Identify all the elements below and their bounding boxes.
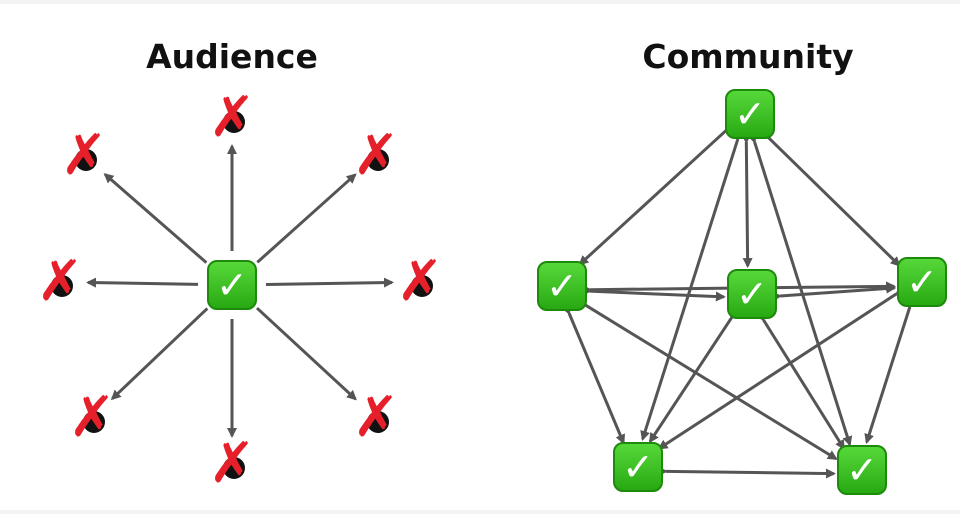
- audience-arrow-left: [85, 277, 199, 288]
- community-arrow-bottom-left-bottom-right: [657, 466, 836, 479]
- audience-node-bottom-right: ✗: [353, 385, 400, 450]
- diagram-svg: Audience Community ✓ ✗ ✗ ✗ ✗ ✗ ✗ ✗ ✗ ✓ ✓ ✓ ✓ ✓ ✓: [37, 37, 947, 496]
- audience-node-right: ✗: [397, 249, 444, 314]
- cross-mark-icon: ✗: [37, 249, 84, 314]
- node-dot: [223, 457, 245, 479]
- nodes: ✓ ✗ ✗ ✗ ✗ ✗ ✗ ✗ ✗ ✓ ✓ ✓ ✓ ✓ ✓: [37, 85, 947, 496]
- community-arrow-left-center: [581, 285, 726, 302]
- check-mark-icon: ✓: [622, 445, 654, 489]
- node-dot: [367, 149, 389, 171]
- node-dot: [367, 411, 389, 433]
- community-arrow-center-right: [771, 283, 897, 302]
- node-dot: [75, 149, 97, 171]
- community-title: Community: [642, 37, 853, 76]
- audience-arrow-right: [265, 277, 395, 288]
- audience-node-bottom: ✗: [209, 431, 256, 496]
- audience-arrow-bottom-right: [255, 306, 357, 401]
- check-box-icon: [207, 260, 257, 310]
- check-box-icon: [613, 442, 663, 492]
- community-node-right: ✓: [897, 257, 947, 307]
- cross-mark-icon: ✗: [209, 85, 256, 150]
- node-dot: [51, 275, 73, 297]
- check-mark-icon: ✓: [546, 264, 578, 308]
- community-node-top: ✓: [725, 89, 775, 139]
- diagram-canvas: Audience Community ✓ ✗ ✗ ✗ ✗ ✗ ✗ ✗ ✗ ✓ ✓ ✓ ✓ ✓ ✓: [0, 4, 960, 510]
- cross-mark-icon: ✗: [209, 431, 256, 496]
- audience-node-top-left: ✗: [61, 123, 108, 188]
- check-box-icon: [837, 445, 887, 495]
- check-mark-icon: ✓: [734, 92, 766, 136]
- community-node-center: ✓: [727, 269, 777, 319]
- community-arrows: [561, 120, 917, 479]
- audience-title: Audience: [146, 37, 318, 76]
- cross-mark-icon: ✗: [353, 123, 400, 188]
- check-mark-icon: ✓: [906, 260, 938, 304]
- community-arrow-right-bottom-right: [864, 298, 917, 445]
- community-arrow-left-bottom-left: [561, 304, 625, 445]
- check-box-icon: [725, 89, 775, 139]
- cross-mark-icon: ✗: [69, 385, 116, 450]
- audience-arrow-bottom-left: [110, 307, 209, 401]
- community-node-left: ✓: [537, 261, 587, 311]
- audience-arrow-top-right: [256, 173, 357, 264]
- audience-node-top: ✗: [209, 85, 256, 150]
- community-arrow-right-bottom-left: [657, 285, 906, 450]
- check-mark-icon: ✓: [846, 448, 878, 492]
- cross-mark-icon: ✗: [61, 123, 108, 188]
- audience-node-bottom-left: ✗: [69, 385, 116, 450]
- audience-arrows: [85, 144, 395, 438]
- check-mark-icon: ✓: [216, 263, 248, 307]
- check-box-icon: [537, 261, 587, 311]
- community-arrow-top-center: [741, 133, 753, 269]
- cross-mark-icon: ✗: [397, 249, 444, 314]
- community-node-bottom-right: ✓: [837, 445, 887, 495]
- node-dot: [83, 411, 105, 433]
- check-mark-icon: ✓: [736, 272, 768, 316]
- check-box-icon: [727, 269, 777, 319]
- node-dot: [411, 275, 433, 297]
- check-box-icon: [897, 257, 947, 307]
- community-node-bottom-left: ✓: [613, 442, 663, 492]
- audience-arrow-top-left: [103, 173, 208, 264]
- audience-node-left: ✗: [37, 249, 84, 314]
- cross-mark-icon: ✗: [353, 385, 400, 450]
- audience-node-top-right: ✗: [353, 123, 400, 188]
- audience-node-center: ✓: [207, 260, 257, 310]
- node-dot: [223, 111, 245, 133]
